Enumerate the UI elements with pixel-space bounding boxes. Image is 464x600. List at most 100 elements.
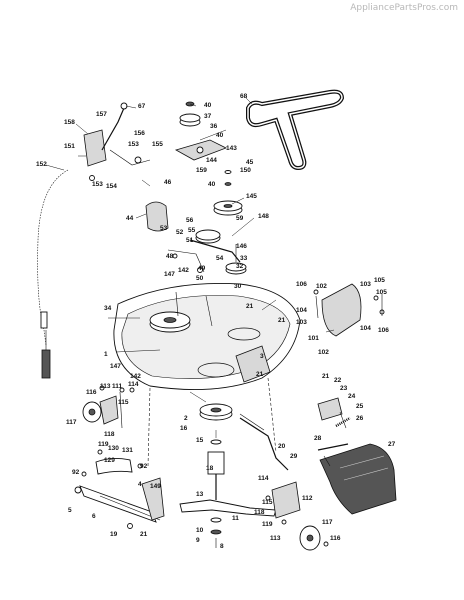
lift-lever <box>83 102 151 181</box>
part-number-label: 19 <box>110 531 118 538</box>
part-number-label: 36 <box>210 123 218 130</box>
pulley-145 <box>213 170 243 216</box>
part-number-label: 115 <box>118 399 129 406</box>
part-number-label: 119 <box>98 441 109 448</box>
part-number-label: 153 <box>128 141 139 148</box>
part-number-label: 104 <box>296 307 307 314</box>
part-number-label: 129 <box>104 457 115 464</box>
part-number-label: 158 <box>64 119 75 126</box>
part-number-label: 51 <box>186 237 194 244</box>
part-number-label: 113 <box>100 383 111 390</box>
part-number-label: 50 <box>196 275 204 282</box>
part-number-label: 143 <box>226 145 237 152</box>
part-number-label: 92 <box>140 463 148 470</box>
part-number-label: 21 <box>256 371 264 378</box>
part-number-label: 54 <box>216 255 224 262</box>
part-number-label: 23 <box>340 385 348 392</box>
part-number-label: 111 <box>112 383 123 390</box>
part-number-label: 28 <box>314 435 322 442</box>
part-number-label: 24 <box>348 393 356 400</box>
part-number-label: 112 <box>302 495 313 502</box>
spindle-assembly <box>199 403 233 500</box>
part-number-label: 45 <box>246 159 254 166</box>
discharge-chute <box>313 283 385 337</box>
part-number-label: 144 <box>206 157 217 164</box>
part-number-label: 142 <box>178 267 189 274</box>
part-number-label: 142 <box>130 373 141 380</box>
part-number-label: 27 <box>388 441 396 448</box>
part-number-label: 150 <box>240 167 251 174</box>
mower-deck <box>113 282 301 467</box>
part-number-label: 157 <box>96 111 107 118</box>
part-number-label: 46 <box>164 179 172 186</box>
part-number-label: 21 <box>322 373 330 380</box>
idler-arm <box>167 229 247 275</box>
part-number-label: 106 <box>378 327 389 334</box>
part-number-label: 13 <box>196 491 204 498</box>
link-bars <box>74 477 165 529</box>
blade <box>179 499 277 548</box>
part-number-label: 114 <box>258 475 269 482</box>
part-number-label: 114 <box>128 381 139 388</box>
part-number-label: 103 <box>296 319 307 326</box>
belt <box>246 89 345 171</box>
part-number-label: 2 <box>184 415 188 422</box>
part-number-label: 104 <box>360 325 371 332</box>
leader-lines <box>45 97 335 438</box>
part-number-label: 3 <box>260 353 264 360</box>
part-number-label: 119 <box>262 521 273 528</box>
part-number-label: 156 <box>134 130 145 137</box>
part-number-label: 131 <box>122 447 133 454</box>
part-number-label: 40 <box>208 181 216 188</box>
part-number-label: 117 <box>322 519 333 526</box>
part-number-label: 32 <box>236 263 244 270</box>
part-number-label: 59 <box>236 215 244 222</box>
stabilizer-bar <box>239 413 289 471</box>
part-number-label: 9 <box>196 537 200 544</box>
part-number-label: 151 <box>64 143 75 150</box>
part-number-label: 116 <box>86 389 97 396</box>
part-number-label: 67 <box>138 103 146 110</box>
cable <box>37 169 69 379</box>
part-number-label: 101 <box>308 335 319 342</box>
part-number-label: 18 <box>206 465 214 472</box>
part-number-label: 117 <box>66 419 77 426</box>
deflector-bracket <box>317 397 351 429</box>
part-number-label: 34 <box>104 305 112 312</box>
part-number-label: 102 <box>316 283 327 290</box>
belt-guard <box>145 201 169 232</box>
part-number-label: 6 <box>92 513 96 520</box>
part-number-label: 102 <box>318 349 329 356</box>
part-number-label: 40 <box>216 132 224 139</box>
part-number-label: 21 <box>140 531 148 538</box>
part-number-label: 130 <box>108 445 119 452</box>
part-number-label: 8 <box>220 543 224 550</box>
part-number-label: 113 <box>270 535 281 542</box>
part-number-label: 22 <box>334 377 342 384</box>
part-number-label: 159 <box>196 167 207 174</box>
part-number-label: 106 <box>296 281 307 288</box>
part-number-label: 68 <box>240 93 248 100</box>
part-number-label: 16 <box>180 425 188 432</box>
part-number-label: 25 <box>356 403 364 410</box>
part-number-label: 116 <box>330 535 341 542</box>
watermark: AppliancePartsPros.com <box>350 3 458 13</box>
part-number-label: 92 <box>72 469 80 476</box>
part-number-label: 153 <box>92 181 103 188</box>
part-number-label: 115 <box>262 499 273 506</box>
part-number-label: 30 <box>234 283 242 290</box>
part-number-label: 145 <box>246 193 257 200</box>
part-number-label: 33 <box>240 255 248 262</box>
part-number-label: 148 <box>258 213 269 220</box>
part-number-label: 118 <box>104 431 115 438</box>
gauge-wheel-right <box>265 481 329 551</box>
part-number-label: 26 <box>356 415 364 422</box>
part-number-label: 53 <box>160 225 168 232</box>
part-number-label: 49 <box>198 265 206 272</box>
chute-bracket <box>317 443 349 467</box>
gauge-wheel-left <box>82 385 135 429</box>
part-number-label: 44 <box>126 215 134 222</box>
part-number-label: 4 <box>138 481 142 488</box>
part-number-label: 105 <box>376 289 387 296</box>
